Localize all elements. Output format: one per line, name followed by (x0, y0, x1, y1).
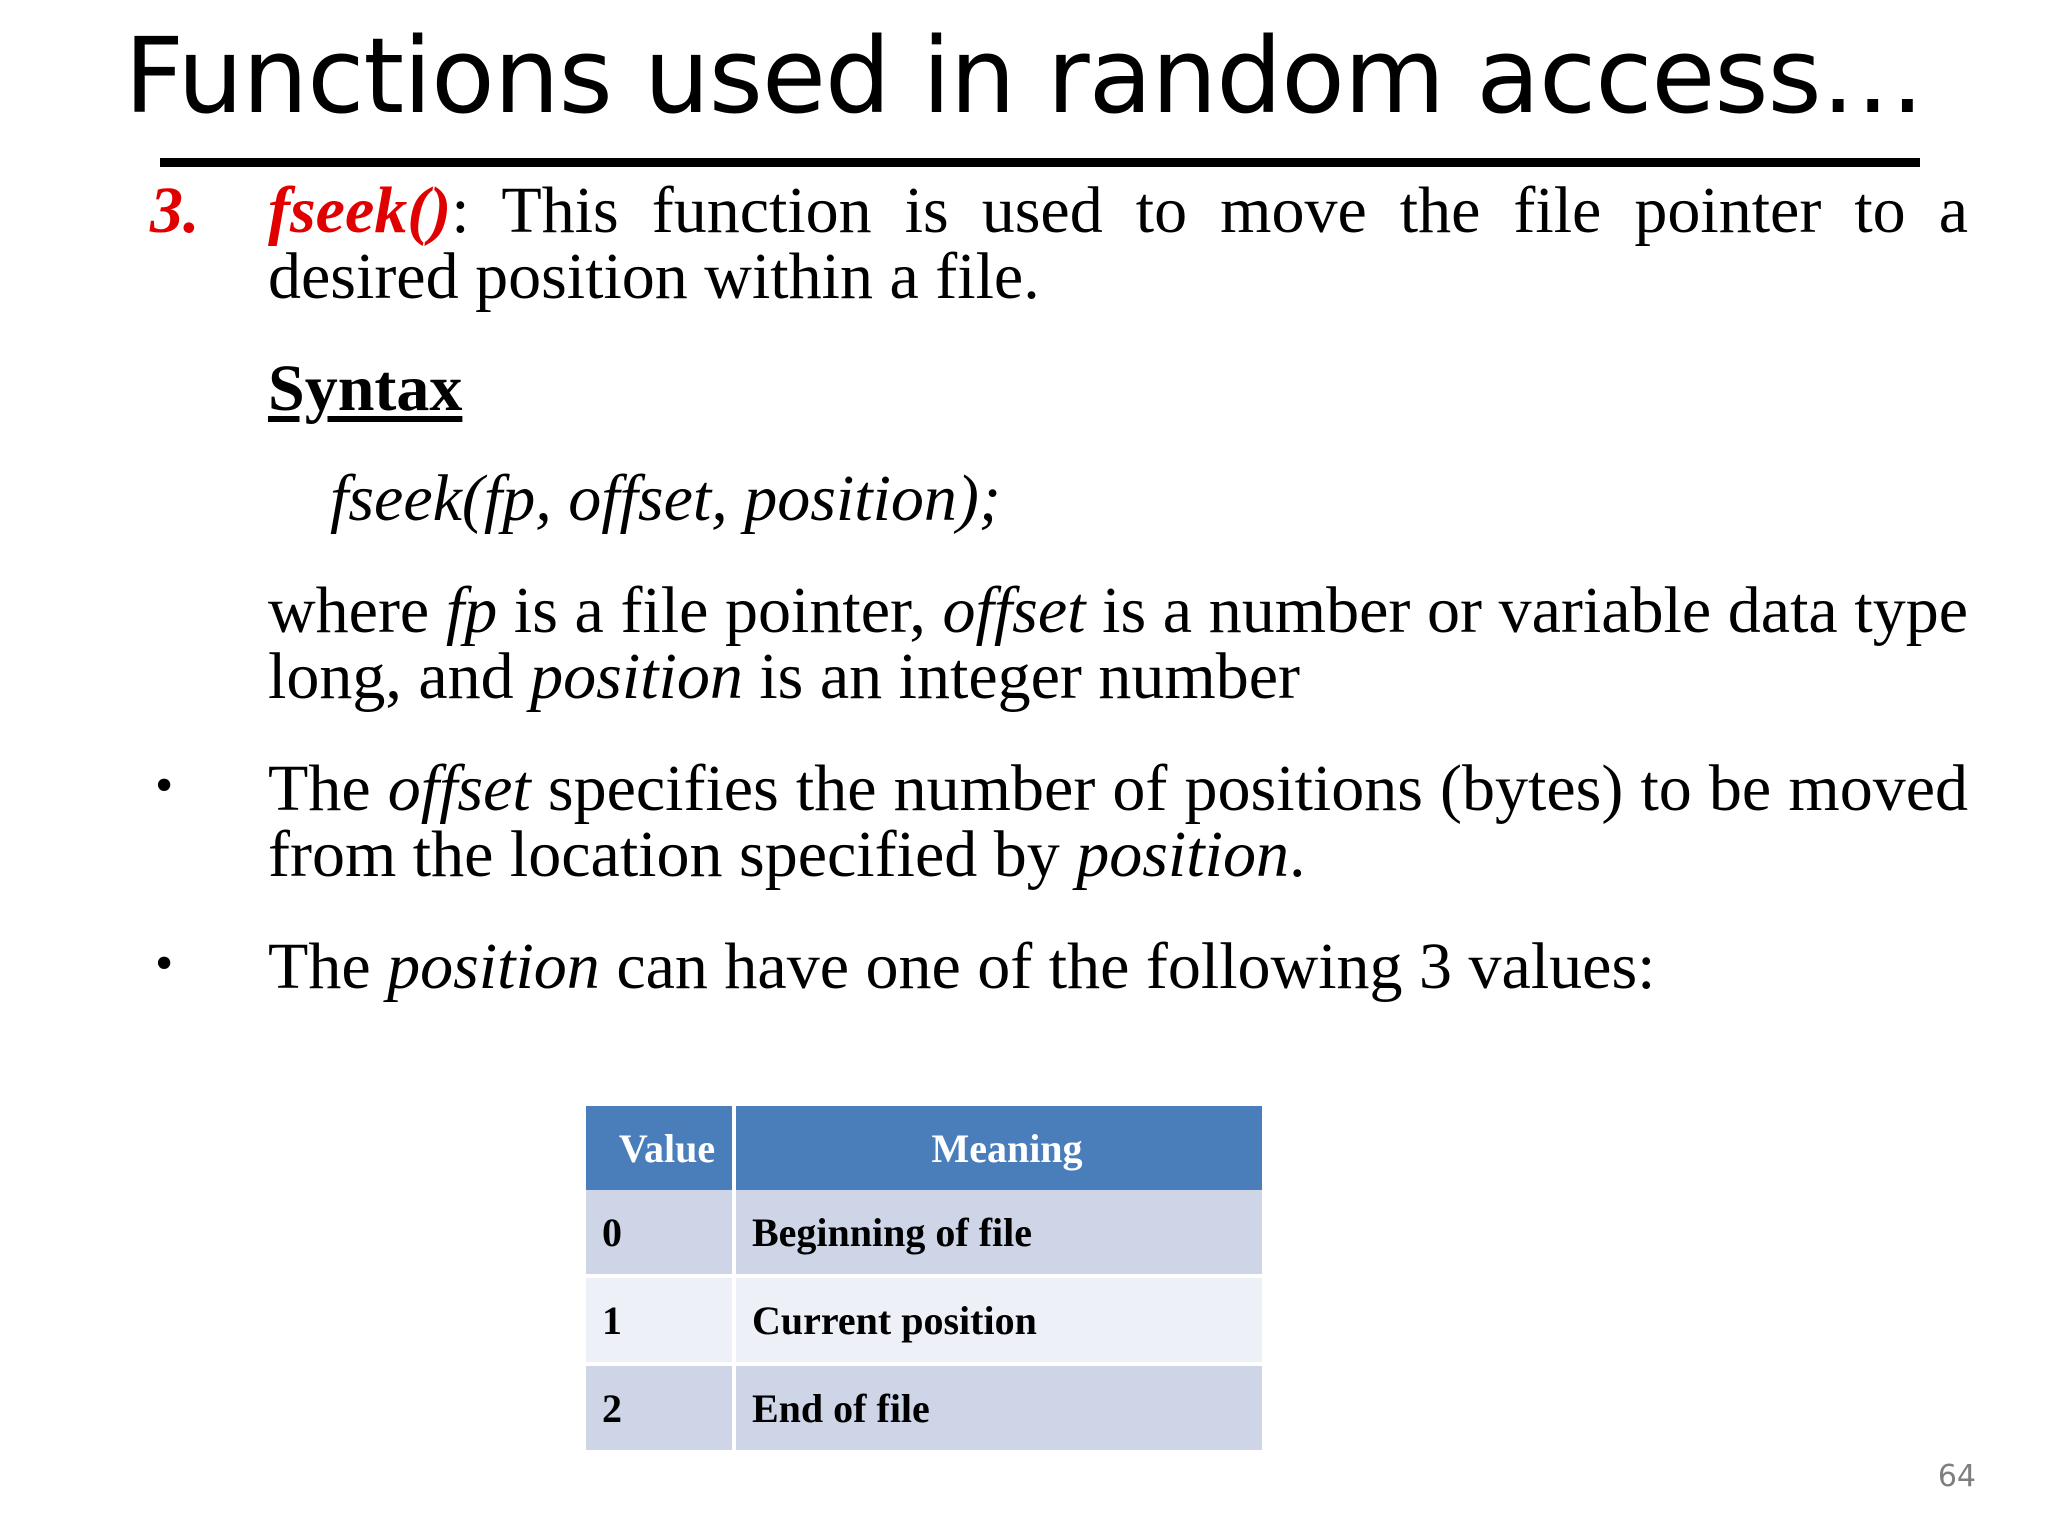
bullet0-text-2: specifies the number of positions (bytes… (268, 752, 1968, 891)
bullet-dot-icon: • (155, 757, 174, 814)
bullet-item-offset: •The offset specifies the number of posi… (0, 756, 1968, 888)
slide-body: 3.fseek(): This function is used to move… (0, 178, 2048, 1000)
where-paragraph: where fp is a file pointer, offset is a … (268, 578, 1968, 710)
cell-meaning-1: Current position (736, 1278, 1262, 1366)
bullet-dot-icon: • (155, 935, 174, 992)
table-row: 1 Current position (586, 1278, 1262, 1366)
list-marker-number: 3. (150, 174, 200, 247)
where-text-1: where (268, 574, 446, 647)
position-values-table: Value Meaning 0 Beginning of file 1 Curr… (586, 1106, 1262, 1454)
cell-value-2: 2 (586, 1366, 736, 1454)
cell-value-0: 0 (586, 1190, 736, 1278)
table-header-value: Value (586, 1106, 736, 1190)
where-italic-offset: offset (942, 574, 1086, 647)
table-header-meaning: Meaning (736, 1106, 1262, 1190)
syntax-code-line: fseek(fp, offset, position); (330, 462, 1001, 535)
table-head: Value Meaning (586, 1106, 1262, 1190)
bullet0-text-1: The (268, 752, 388, 825)
bullet0-italic-offset: offset (387, 752, 531, 825)
where-italic-fp: fp (445, 574, 498, 647)
table-row: 2 End of file (586, 1366, 1262, 1454)
title-underline-rule (160, 158, 1920, 167)
keyword-fseek: fseek() (268, 174, 452, 247)
table-header-row: Value Meaning (586, 1106, 1262, 1190)
syntax-heading: Syntax (268, 352, 463, 425)
where-italic-position: position (530, 640, 743, 713)
cell-meaning-2: End of file (736, 1366, 1262, 1454)
bullet-item-position: •The position can have one of the follow… (0, 934, 1968, 1000)
page-title: Functions used in random access… (124, 15, 1924, 137)
page-number: 64 (1937, 1459, 1976, 1494)
bullet0-italic-position: position (1076, 818, 1289, 891)
list-item-fseek: 3.fseek(): This function is used to move… (0, 178, 2048, 310)
where-text-2: is a file pointer, (497, 574, 943, 647)
cell-meaning-0: Beginning of file (736, 1190, 1262, 1278)
fseek-description: : This function is used to move the file… (268, 174, 1968, 313)
cell-value-1: 1 (586, 1278, 736, 1366)
where-text-4: is an integer number (742, 640, 1301, 713)
bullet1-text-2: can have one of the following 3 values: (599, 930, 1656, 1003)
table-body: 0 Beginning of file 1 Current position 2… (586, 1190, 1262, 1454)
bullet0-text-3: . (1288, 818, 1306, 891)
where-text-3: is a number or variable data type long, … (268, 574, 1968, 713)
bullet1-italic-position: position (387, 930, 600, 1003)
table-row: 0 Beginning of file (586, 1190, 1262, 1278)
syntax-heading-row: Syntax (0, 310, 2048, 422)
bullet1-text-1: The (268, 930, 388, 1003)
